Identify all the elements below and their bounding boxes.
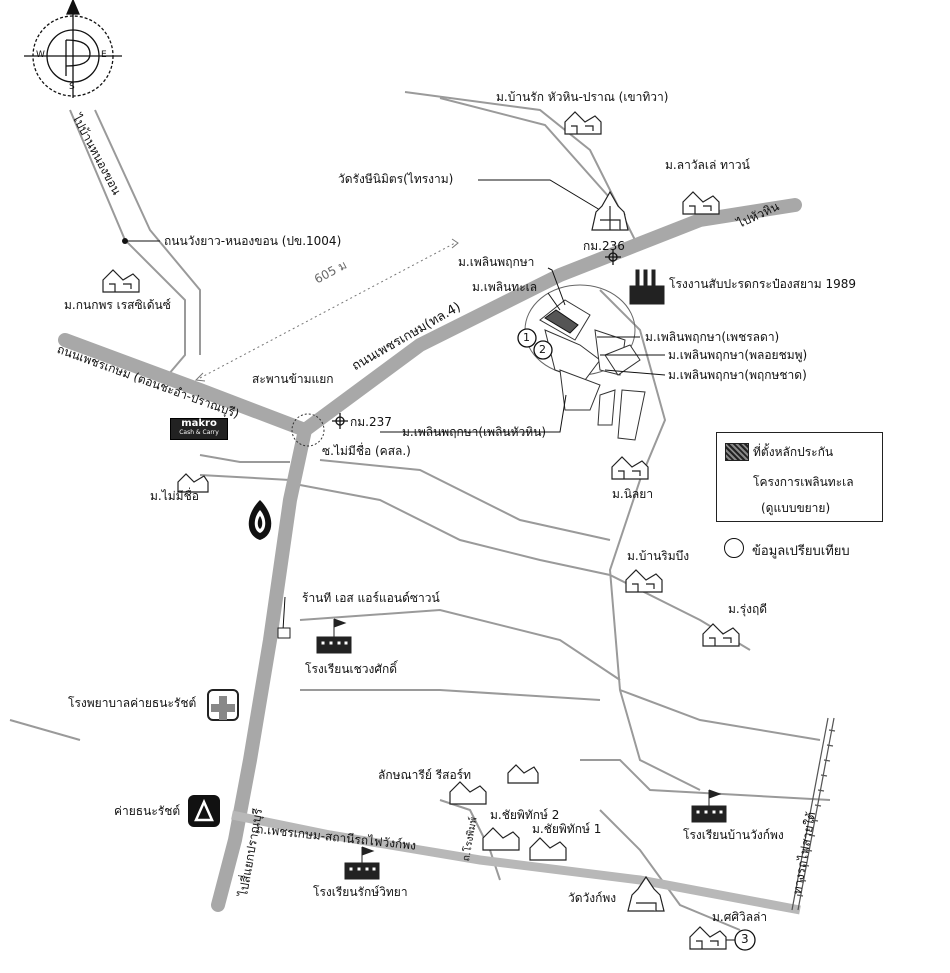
makro-sub: Cash & Carry xyxy=(179,429,219,436)
school-icon xyxy=(316,618,727,880)
project-site xyxy=(544,309,579,334)
label-wat-wangkong: วัดวังก์พง xyxy=(568,891,617,905)
hospital-icon xyxy=(207,689,239,721)
secondary-roads xyxy=(9,91,831,931)
label-sirila: ม.ศศิวิลล่า xyxy=(712,910,768,924)
gas-station-icon xyxy=(248,500,272,540)
label-nilaya: ม.นิลยา xyxy=(612,487,654,501)
distance-line xyxy=(199,242,456,379)
label-ploen-talay: ม.เพลินทะเล xyxy=(472,280,538,294)
compass-icon xyxy=(24,0,122,98)
label-ploen-prueksa: ม.เพลินพฤกษา xyxy=(458,255,535,269)
factory-icon xyxy=(629,269,665,305)
label-ts-air: ร้านที เอส แอร์แอนด์ซาวน์ xyxy=(302,591,440,605)
label-ban-rim-bueng: ม.บ้านริมบึง xyxy=(627,549,690,563)
label-laksanaree: ลักษณารีย์ รีสอร์ท xyxy=(378,768,472,782)
label-camp: ค่ายธนะรัชต์ xyxy=(114,804,181,818)
temple-icon xyxy=(591,190,665,912)
legend-label-1: ที่ตั้งหลักประกัน xyxy=(753,445,834,459)
km-marker-icon xyxy=(332,249,621,429)
house-icon xyxy=(102,111,740,950)
label-lavalle: ม.ลาวัลเล่ ทาวน์ xyxy=(665,158,750,172)
legend-swatch xyxy=(725,443,749,461)
legend-label-2: โครงการเพลินทะเล xyxy=(753,475,854,489)
makro-name: makro xyxy=(181,418,217,429)
railway-line xyxy=(791,717,836,911)
compare-ring-icon xyxy=(724,538,744,558)
compass-s: S xyxy=(69,82,75,92)
compass-e: E xyxy=(101,50,107,60)
shop-icon xyxy=(277,627,291,639)
compass-w: W xyxy=(36,50,45,60)
label-mai-mi-chue: ม.ไม่มีชื่อ xyxy=(150,489,199,503)
label-wat-rang: วัดรังษีนิมิตร(ไทรงาม) xyxy=(338,172,454,186)
label-wangyao-nongkhon: ถนนวังยาว-หนองขอน (ปข.1004) xyxy=(164,234,342,248)
label-ploen-prueksachat: ม.เพลินพฤกษา(พฤกษชาด) xyxy=(668,368,807,382)
comparison-markers xyxy=(517,328,756,951)
label-hospital: โรงพยาบาลค่ายธนะรัชต์ xyxy=(68,696,197,710)
makro-logo: makro Cash & Carry xyxy=(170,418,228,440)
marker-3: 3 xyxy=(741,932,749,946)
bridge-circle xyxy=(291,413,325,447)
label-school-wangkong: โรงเรียนบ้านวังก์พง xyxy=(683,828,784,842)
legend-label-3: (ดูแบบขยาย) xyxy=(761,501,831,515)
label-ploen-huahin: ม.เพลินพฤกษา(เพลินหัวหิน) xyxy=(402,425,547,439)
label-chaiyapitak2: ม.ชัยพิทักษ์ 2 xyxy=(490,808,560,822)
label-ploen-ploychompoo: ม.เพลินพฤกษา(พลอยชมพู) xyxy=(668,348,808,362)
label-chaiyapitak1: ม.ชัยพิทักษ์ 1 xyxy=(532,822,602,836)
label-school-cheng: โรงเรียนเชวงศักดิ์ xyxy=(305,662,398,676)
label-km236: กม.236 xyxy=(583,239,625,253)
label-cannery: โรงงานสับปะรดกระป๋องสยาม 1989 xyxy=(669,277,856,291)
legend-box: ที่ตั้งหลักประกัน โครงการเพลินทะเล (ดูแบ… xyxy=(716,432,883,522)
label-km237: กม.237 xyxy=(350,415,392,429)
camp-icon xyxy=(188,795,220,827)
label-ploen-petchlada: ม.เพลินพฤกษา(เพชรลดา) xyxy=(645,330,780,344)
highway-petchkasem xyxy=(58,198,802,912)
marker-2: 2 xyxy=(539,343,546,356)
compare-label: ข้อมูลเปรียบเทียบ xyxy=(752,544,850,559)
label-bridge: สะพานข้ามแยก xyxy=(252,372,334,386)
label-rungrudee: ม.รุ่งฤดี xyxy=(728,602,768,616)
leader-lines xyxy=(125,179,666,631)
road-to-station xyxy=(231,810,801,915)
label-banrak: ม.บ้านรัก หัวหิน-ปราณ (เขาทิวา) xyxy=(496,90,669,104)
label-school-rak: โรงเรียนรักษ์วิทยา xyxy=(313,885,408,899)
label-soi-mai-mi-chue: ซ.ไม่มีชื่อ (คสล.) xyxy=(322,444,411,458)
project-parcels xyxy=(524,284,646,441)
marker-1: 1 xyxy=(523,331,530,344)
label-kanokporn: ม.กนกพร เรสซิเด้นซ์ xyxy=(64,298,171,312)
